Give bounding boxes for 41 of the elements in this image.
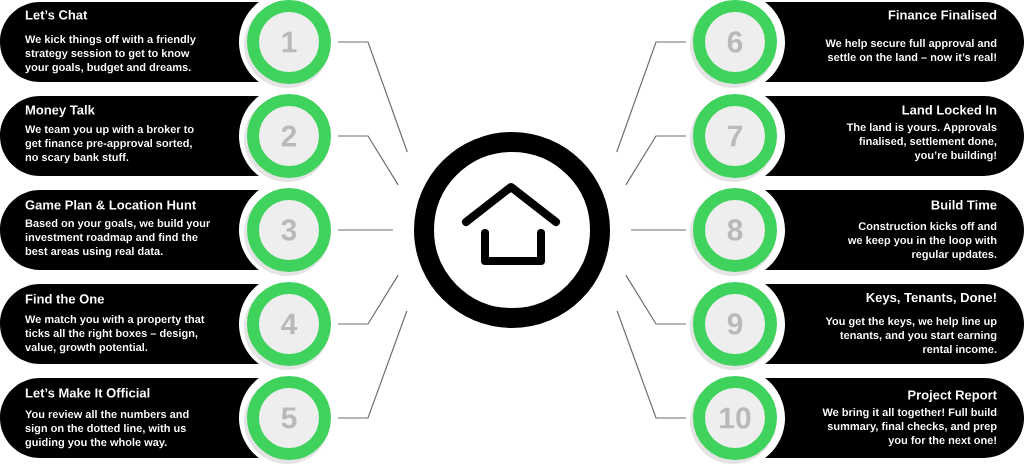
step-description: We kick things off with a friendly strategy session to get to know your goals, budget and dreams. <box>25 35 196 74</box>
connector-line <box>337 41 408 153</box>
step-card <box>765 96 1024 176</box>
step-card <box>0 378 259 458</box>
connector-line <box>625 274 687 325</box>
step-title: Let’s Chat <box>25 10 88 20</box>
connector-line <box>337 229 394 231</box>
step-description: Construction kicks off and we keep you in the loop with regular updates. <box>847 222 997 261</box>
connector-line <box>337 310 408 419</box>
step-title: Project Report <box>908 390 997 403</box>
step-card <box>765 2 1024 82</box>
connector-line <box>337 274 399 325</box>
step-card <box>765 378 1024 458</box>
connector-line <box>616 310 687 419</box>
step-description: We help secure full approval and settle on the land – now it’s real! <box>825 39 997 62</box>
hub-circle <box>414 132 610 328</box>
step-title: Finance Finalised <box>888 10 997 20</box>
step-card <box>765 190 1024 270</box>
step-card <box>0 190 259 270</box>
connector-line <box>616 41 687 153</box>
step-card <box>0 284 259 364</box>
step-card <box>0 96 259 176</box>
step-description: You review all the numbers and sign on the dotted line, with us guiding you the whole way. <box>25 410 189 449</box>
connector-line <box>337 135 399 186</box>
step-description: You get the keys, we help line up tenants, and you start earning rental income. <box>825 317 997 354</box>
step-title: Game Plan & Location Hunt <box>25 200 197 210</box>
step-description: The land is yours. Approvals finalised, settlement done, you’re building! <box>846 123 997 162</box>
step-card <box>0 2 259 82</box>
step-title: Land Locked In <box>902 105 997 115</box>
step-title: Let’s Make It Official <box>25 388 150 398</box>
step-title: Money Talk <box>25 105 95 118</box>
step-title: Keys, Tenants, Done! <box>866 293 996 305</box>
connector-line <box>630 229 687 231</box>
connector-line <box>625 135 687 186</box>
step-description: We bring it all together! Full build summary, final checks, and prep you for the next one! <box>822 408 997 447</box>
step-card <box>765 284 1024 364</box>
step-title: Build Time <box>931 200 997 210</box>
step-description: Based on your goals, we build your investment roadmap and find the best areas using real data. <box>25 219 211 258</box>
step-description: We team you up with a broker to get finance pre-approval sorted, no scary bank stuff. <box>25 125 194 164</box>
step-description: We match you with a property that ticks all the right boxes – design, value, growth potential. <box>25 315 205 354</box>
step-title: Find the One <box>25 294 104 304</box>
